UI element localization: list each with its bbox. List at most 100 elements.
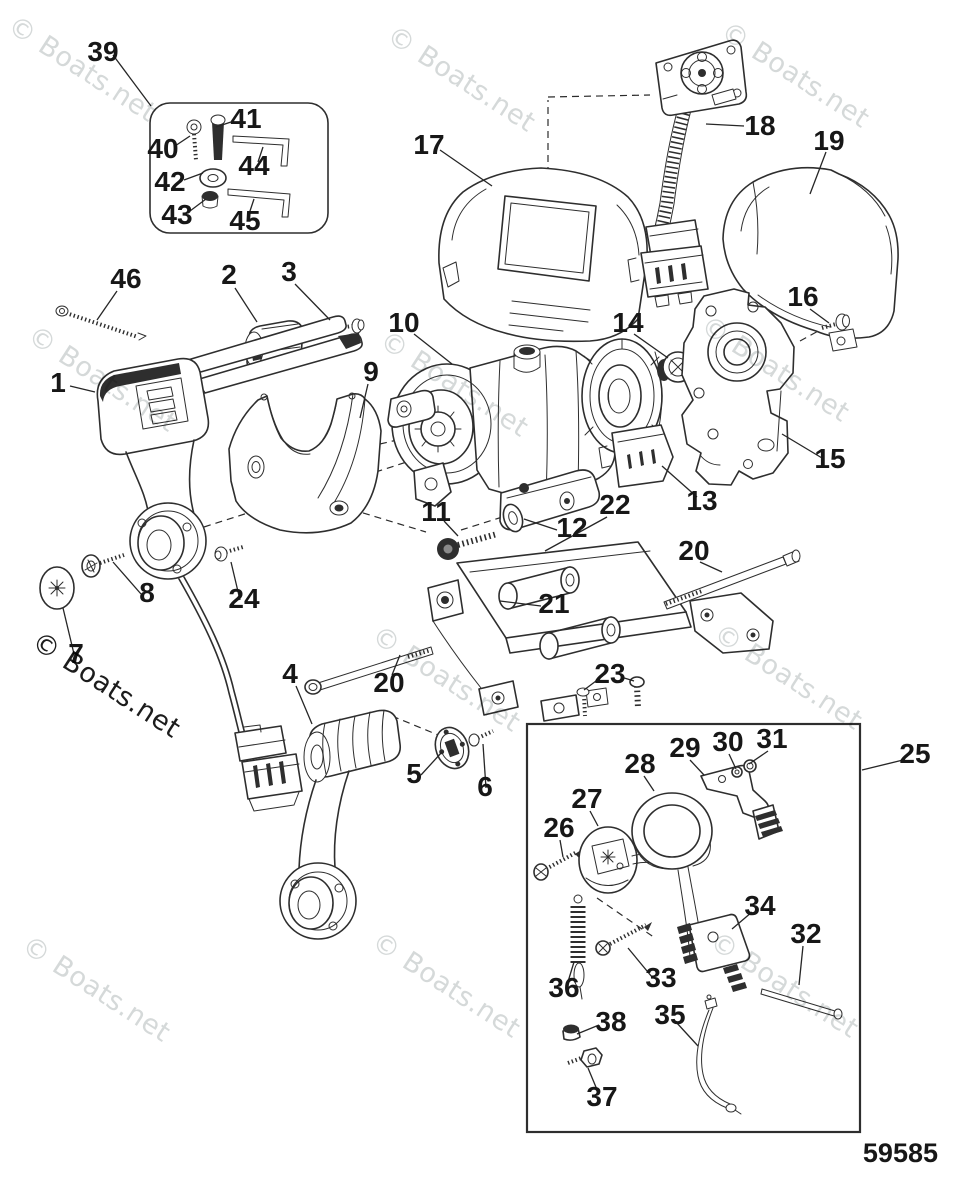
callout-44: 44 <box>238 150 270 181</box>
callout-3: 3 <box>281 256 297 287</box>
part-22-bracket <box>427 541 774 722</box>
callout-43: 43 <box>161 199 192 230</box>
part-37-bolt <box>567 1047 603 1068</box>
watermark: © Boats.net <box>381 20 541 139</box>
watermark: © Boats.net <box>708 618 868 737</box>
part-9-side-cover <box>228 392 382 534</box>
part-8-screw <box>81 553 125 578</box>
callout-21: 21 <box>538 588 569 619</box>
part-35-jumper-wire <box>696 994 742 1115</box>
callout-16: 16 <box>787 281 818 312</box>
callout-24: 24 <box>228 583 260 614</box>
callout-25: 25 <box>899 738 930 769</box>
part-16-screw <box>821 313 850 331</box>
part-34-terminal-block <box>677 913 751 992</box>
part-26-screw <box>533 848 584 881</box>
callout-18: 18 <box>744 110 775 141</box>
part-36-spring <box>570 894 586 1000</box>
watermark: © Boats.net <box>366 926 526 1045</box>
callout-30: 30 <box>712 726 743 757</box>
part-43-nut <box>201 191 219 209</box>
part-30-washer <box>731 766 743 778</box>
part-45-allen-key <box>227 188 291 218</box>
callout-11: 11 <box>421 496 451 527</box>
callout-41: 41 <box>230 103 261 134</box>
part-31-nut <box>743 759 757 773</box>
callout-42: 42 <box>154 166 185 197</box>
callout-6: 6 <box>477 771 493 802</box>
watermark: © Boats.net <box>704 926 864 1045</box>
callout-14: 14 <box>612 307 644 338</box>
leader-lines <box>62 54 904 1093</box>
callout-31: 31 <box>756 723 787 754</box>
callout-2: 2 <box>221 259 237 290</box>
part-12-washer <box>502 503 524 533</box>
part-5-adapter-disc <box>434 726 470 770</box>
watermark: © Boats.net <box>2 10 162 129</box>
part-20-bolt-left <box>304 646 434 695</box>
callout-34: 34 <box>744 890 776 921</box>
diagram-number: 59585 <box>863 1138 938 1168</box>
callout-23: 23 <box>594 658 625 689</box>
watermark-dark: © Boats.net <box>26 626 186 745</box>
callout-26: 26 <box>543 812 574 843</box>
callout-20-left: 20 <box>373 667 404 698</box>
callout-8: 8 <box>139 577 155 608</box>
part-4-handle <box>279 709 402 940</box>
callout-32: 32 <box>790 918 821 949</box>
part-23-screws <box>576 676 645 717</box>
callout-38: 38 <box>595 1006 626 1037</box>
part-1-control-handle <box>96 315 363 812</box>
callout-15: 15 <box>814 443 845 474</box>
part-28-bezel-ring <box>631 792 713 959</box>
part-32-cable-tie <box>760 988 843 1020</box>
part-19-side-cover <box>722 166 899 352</box>
callout-46: 46 <box>110 263 141 294</box>
part-42-washer <box>199 168 227 188</box>
part-7-cap <box>39 566 75 610</box>
part-20-bolt-right <box>663 549 801 610</box>
callout-19: 19 <box>813 125 844 156</box>
callout-37: 37 <box>586 1081 617 1112</box>
callout-7: 7 <box>68 638 84 669</box>
part-46-screw <box>55 305 147 341</box>
part-29-bracket-arm <box>700 764 783 840</box>
tools-inset-box <box>149 102 329 234</box>
part-44-allen-key <box>232 135 290 167</box>
callout-28: 28 <box>624 748 655 779</box>
callout-36: 36 <box>548 972 579 1003</box>
part-15-mounting-plate <box>681 288 795 486</box>
part-11-bolt <box>437 531 498 560</box>
callout-13: 13 <box>686 485 717 516</box>
part-6-screw <box>468 729 494 747</box>
callout-10: 10 <box>388 307 419 338</box>
callout-39: 39 <box>87 36 118 67</box>
part-10-actuator-assembly <box>387 344 618 531</box>
part-17-top-cover <box>438 167 648 343</box>
part-27-cam-plate <box>578 826 665 894</box>
callout-22: 22 <box>599 489 630 520</box>
callout-17: 17 <box>413 129 444 160</box>
callout-labels: 39 40 41 42 43 44 45 46 2 3 17 18 19 1 9… <box>50 36 930 1112</box>
callout-1: 1 <box>50 367 66 398</box>
watermark: © Boats.net <box>16 930 176 1049</box>
callout-27: 27 <box>571 783 602 814</box>
callout-4: 4 <box>282 658 298 689</box>
part-38-nut <box>562 1024 581 1041</box>
part-33-screw <box>595 922 652 956</box>
part-24-screw <box>214 545 244 562</box>
callout-29: 29 <box>669 732 700 763</box>
callout-20: 20 <box>678 535 709 566</box>
callout-45: 45 <box>229 205 260 236</box>
callout-40: 40 <box>147 133 178 164</box>
part-40-screw <box>186 119 202 161</box>
callout-5: 5 <box>406 758 422 789</box>
part-41-screw <box>210 114 226 160</box>
callout-33: 33 <box>645 962 676 993</box>
callout-12: 12 <box>556 512 587 543</box>
part-18-keypad-assembly <box>627 39 748 308</box>
callout-9: 9 <box>363 356 379 387</box>
inset-box-25 <box>525 722 862 1134</box>
callout-35: 35 <box>654 999 685 1030</box>
